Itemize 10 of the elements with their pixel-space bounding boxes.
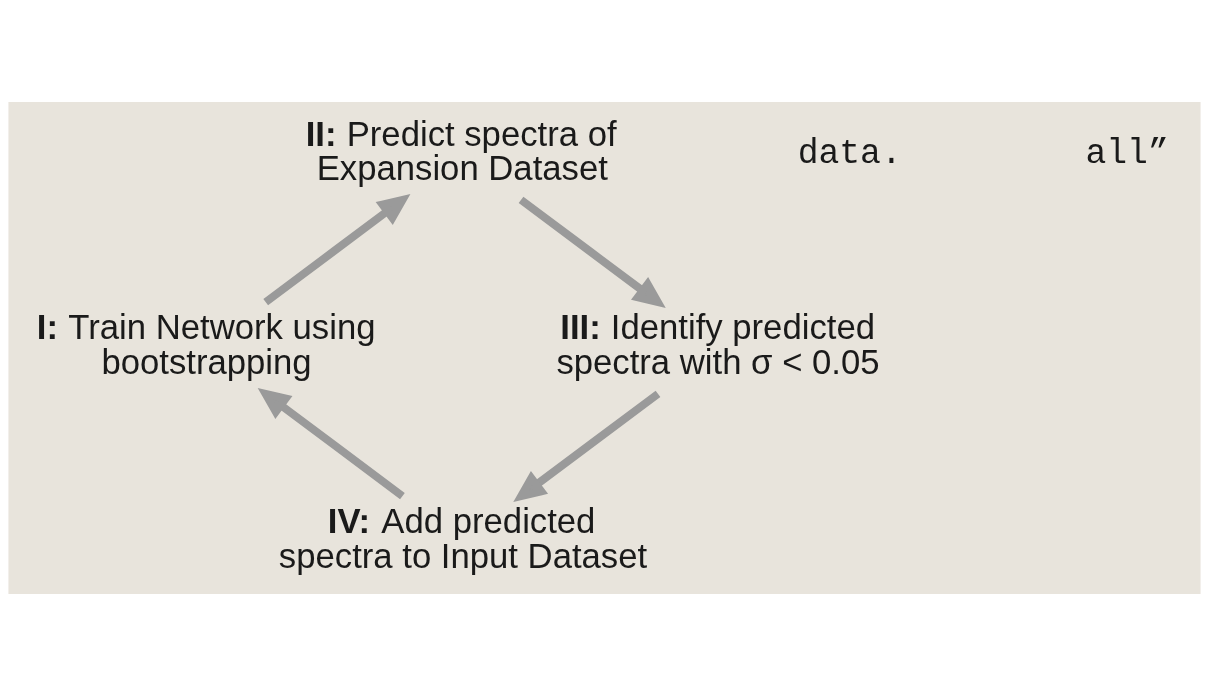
arrow <box>513 390 661 502</box>
node-text: III: Identify predicted spectra with σ < 0.05 <box>556 307 880 381</box>
label: data. <box>797 133 902 173</box>
node-text: IV: Add predicted spectra to Input Dataset <box>278 501 648 575</box>
arrow <box>257 387 405 499</box>
label: all” <box>1085 133 1169 173</box>
node-text: I: Train Network using bootstrapping <box>36 307 376 381</box>
node-text: II: Predict spectra of Expansion Dataset <box>305 114 617 187</box>
arrow <box>518 196 666 308</box>
arrow <box>263 193 411 305</box>
